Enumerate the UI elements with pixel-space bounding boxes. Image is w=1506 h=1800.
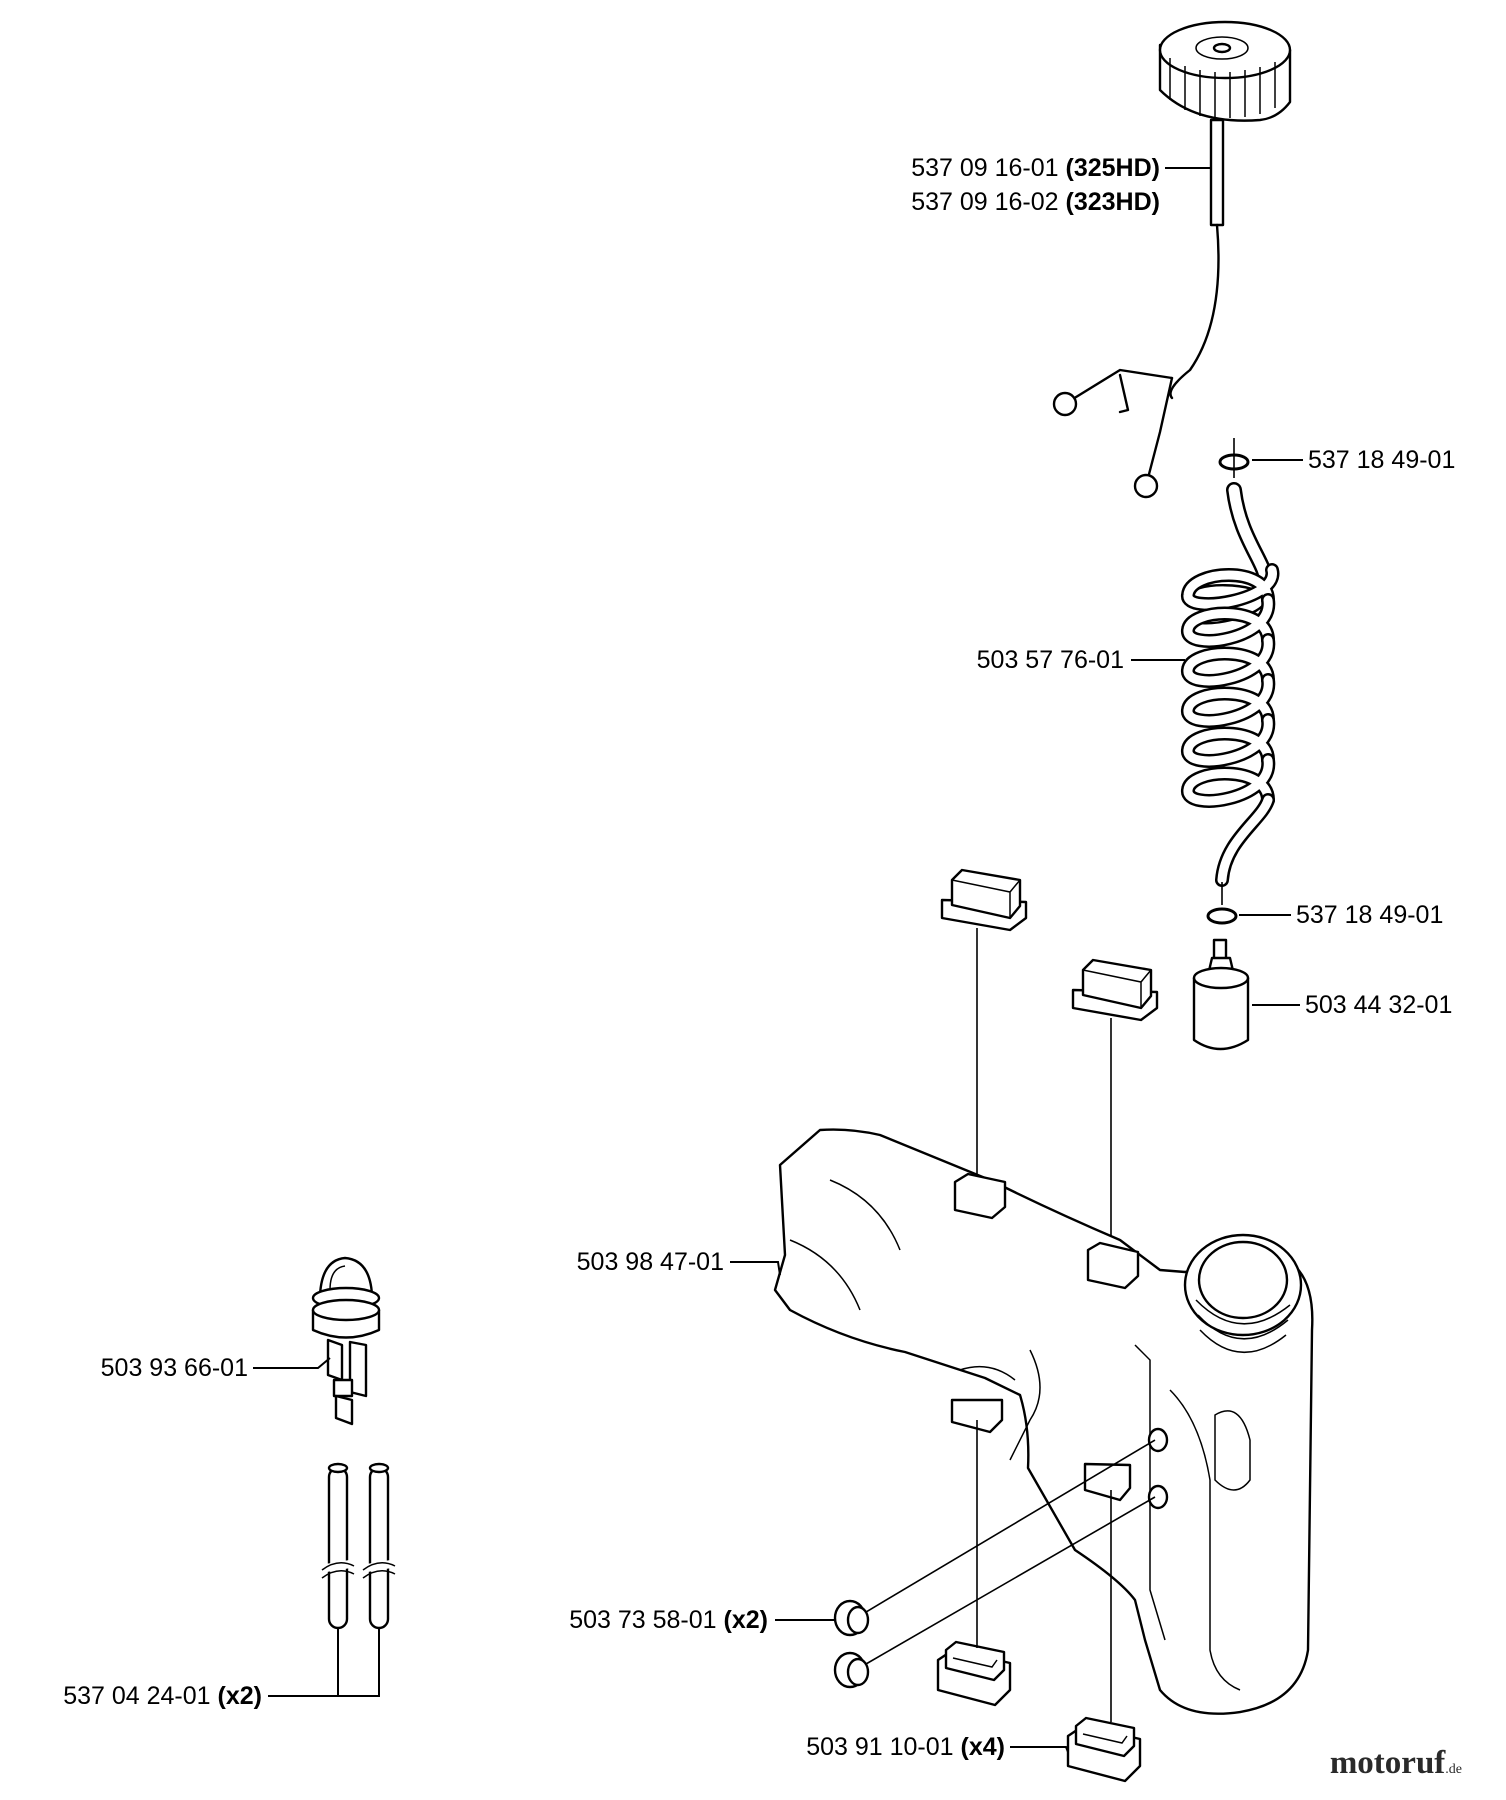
part-qty: (323HD) xyxy=(1066,188,1160,216)
part-label-grommet: 503 73 58-01 (x2) xyxy=(569,1606,768,1634)
part-label-cap: 537 09 16-01 (325HD) xyxy=(911,154,1160,182)
part-label-fuel-filter: 503 44 32-01 xyxy=(1305,991,1452,1019)
part-number: 537 18 49-01 xyxy=(1296,901,1443,929)
part-number: 503 93 66-01 xyxy=(101,1354,248,1382)
part-number: 503 44 32-01 xyxy=(1305,991,1452,1019)
part-label-oring-bottom: 537 18 49-01 xyxy=(1296,901,1443,929)
part-label-oring-top: 537 18 49-01 xyxy=(1308,446,1455,474)
coil-hose-drawing xyxy=(1181,438,1280,925)
part-number: 503 91 10-01 xyxy=(806,1733,953,1761)
part-label-fuel-tank: 503 98 47-01 xyxy=(577,1248,724,1276)
rubber-blocks-top xyxy=(940,868,1159,1268)
watermark-logo: motoruf.de xyxy=(1330,1745,1462,1782)
watermark-suffix: .de xyxy=(1445,1762,1462,1777)
primer-bulb-drawing xyxy=(311,1256,381,1426)
leader-lines xyxy=(253,167,1303,1753)
watermark-name: motoruf xyxy=(1329,1745,1446,1781)
part-label-cap-alt: 537 09 16-02 (323HD) xyxy=(911,188,1160,216)
part-qty: (325HD) xyxy=(1066,154,1160,182)
dampers-bottom-drawing xyxy=(936,1420,1142,1783)
part-number: 503 57 76-01 xyxy=(977,646,1124,674)
part-number: 503 73 58-01 xyxy=(569,1606,716,1634)
part-label-fuel-lines: 537 04 24-01 (x2) xyxy=(63,1682,262,1710)
fuel-filter-drawing xyxy=(1192,938,1250,1051)
part-number: 537 18 49-01 xyxy=(1308,446,1455,474)
part-label-coil-hose: 503 57 76-01 xyxy=(977,646,1124,674)
fuel-tank-drawing xyxy=(773,1128,1314,1715)
part-number: 537 04 24-01 xyxy=(63,1682,210,1710)
part-qty: (x2) xyxy=(218,1682,262,1710)
part-labels: 537 09 16-01 (325HD) 537 09 16-02 (323HD… xyxy=(63,154,1455,1761)
part-qty: (x2) xyxy=(724,1606,768,1634)
part-label-primer-bulb: 503 93 66-01 xyxy=(101,1354,248,1382)
part-label-dampers: 503 91 10-01 (x4) xyxy=(806,1733,1005,1761)
part-number: 537 09 16-02 xyxy=(911,188,1058,216)
fuel-lines-drawing xyxy=(321,1462,396,1630)
fuel-cap-drawing xyxy=(1052,20,1292,499)
part-qty: (x4) xyxy=(961,1733,1005,1761)
grommets-drawing xyxy=(833,1439,1156,1689)
part-number: 537 09 16-01 xyxy=(911,154,1058,182)
part-number: 503 98 47-01 xyxy=(577,1248,724,1276)
